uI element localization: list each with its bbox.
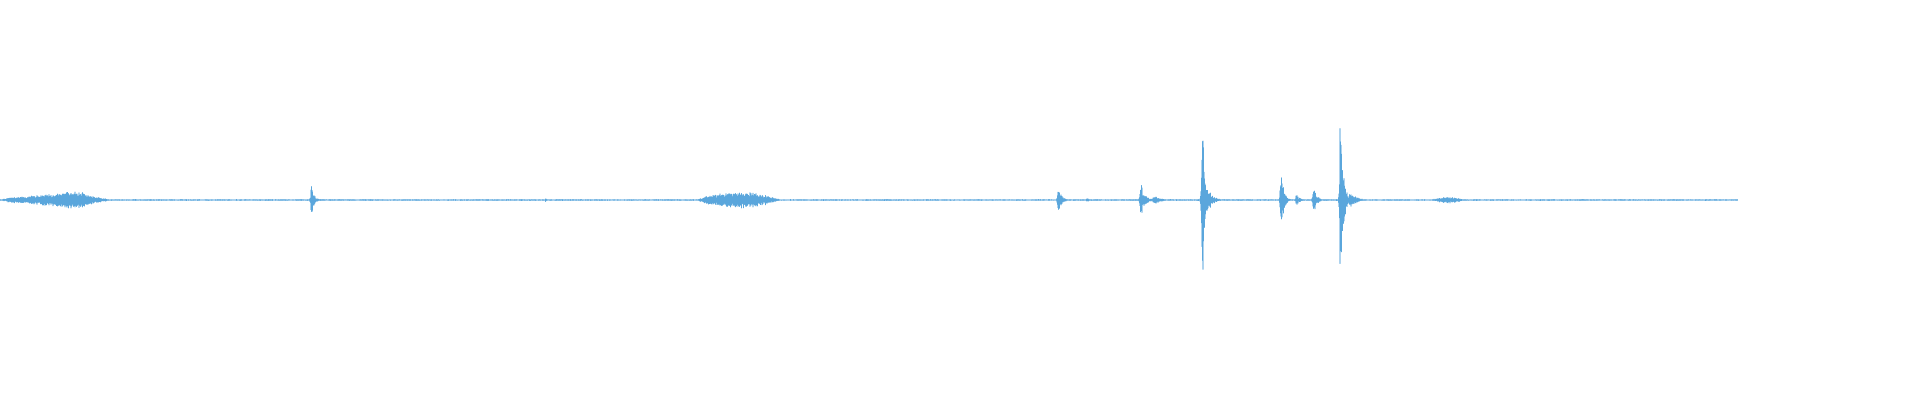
waveform-samples bbox=[0, 128, 1738, 270]
waveform-path bbox=[0, 128, 1738, 270]
